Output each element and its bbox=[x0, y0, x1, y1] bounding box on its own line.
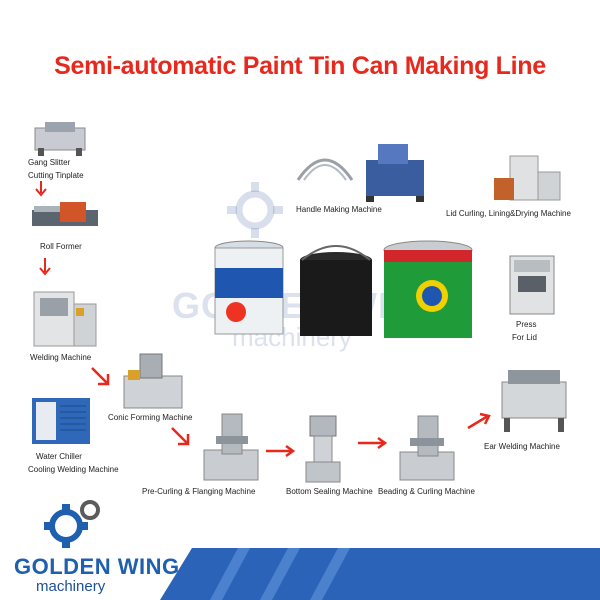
label-roll-former: Roll Former bbox=[40, 242, 82, 252]
label-ear-welding: Ear Welding Machine bbox=[484, 442, 560, 452]
pre-curling-image bbox=[200, 410, 262, 482]
handle-wire-image bbox=[294, 146, 356, 186]
beading-curling-image bbox=[396, 412, 458, 482]
roll-former-image bbox=[30, 198, 100, 234]
label-welding-machine: Welding Machine bbox=[30, 353, 91, 363]
label-pre-curling: Pre-Curling & Flanging Machine bbox=[142, 487, 255, 497]
arrow-down-icon bbox=[34, 181, 48, 197]
conic-forming-image bbox=[120, 352, 186, 412]
arrow-diagonal-icon bbox=[170, 426, 192, 448]
bottom-sealing-image bbox=[302, 414, 344, 484]
logo-text: GOLDEN WING bbox=[14, 554, 180, 580]
label-conic-forming: Conic Forming Machine bbox=[108, 413, 192, 423]
water-chiller-image bbox=[30, 396, 92, 446]
label-beading-curling: Beading & Curling Machine bbox=[378, 487, 475, 497]
arrow-diagonal-icon bbox=[90, 366, 112, 388]
label-bottom-sealing: Bottom Sealing Machine bbox=[286, 487, 373, 497]
arrow-up-right-icon bbox=[466, 410, 492, 432]
handle-making-image bbox=[360, 140, 430, 204]
label-gang-slitter: Gang Slitter bbox=[28, 158, 70, 168]
label-water-chiller: Water Chiller bbox=[36, 452, 82, 462]
label-cutting-tinplate: Cutting Tinplate bbox=[28, 171, 84, 181]
gear-watermark-icon bbox=[225, 180, 285, 240]
ear-welding-image bbox=[498, 366, 570, 436]
arrow-right-icon bbox=[266, 444, 296, 458]
logo-subtext: machinery bbox=[36, 578, 105, 595]
label-for-lid: For Lid bbox=[512, 333, 537, 343]
paint-cans-image bbox=[206, 238, 476, 346]
label-press: Press bbox=[516, 320, 536, 330]
page-title: Semi-automatic Paint Tin Can Making Line bbox=[0, 52, 600, 81]
press-image bbox=[502, 254, 562, 316]
label-cooling-welding: Cooling Welding Machine bbox=[28, 465, 119, 475]
label-lid-curling: Lid Curling, Lining&Drying Machine bbox=[446, 209, 571, 219]
gear-logo-icon bbox=[44, 496, 104, 554]
arrow-right-icon bbox=[358, 436, 388, 450]
lid-curling-image bbox=[490, 152, 564, 206]
gang-slitter-image bbox=[30, 118, 90, 158]
arrow-down-icon bbox=[38, 258, 52, 276]
welding-machine-image bbox=[30, 284, 100, 350]
label-handle-making: Handle Making Machine bbox=[296, 205, 382, 215]
